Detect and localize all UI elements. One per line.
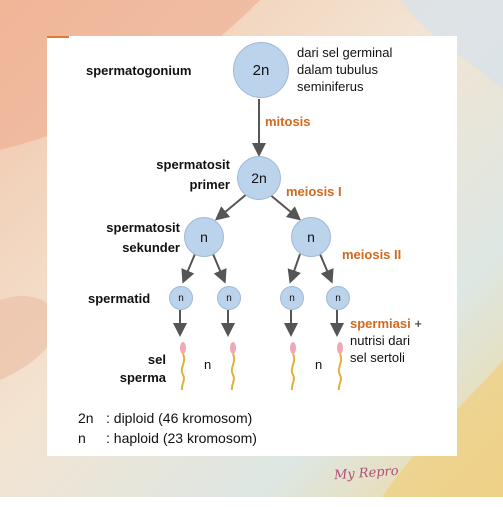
diagram-card (47, 36, 457, 456)
cell-ploidy: n (226, 292, 232, 304)
sperm-icon (180, 342, 186, 391)
sperm-ploidy-right: n (315, 357, 323, 372)
sperm-icon (230, 342, 236, 391)
legend: 2n: diploid (46 kromosom) n: haploid (23… (78, 408, 257, 448)
cell-ploidy: n (178, 292, 184, 304)
cell-ploidy: n (200, 229, 208, 245)
process-spermiasi: spermiasi (350, 316, 411, 331)
legend-row: 2n: diploid (46 kromosom) (78, 410, 253, 426)
process-meiosis-2: meiosis II (342, 247, 402, 262)
spermatid-cell-3: n (280, 286, 304, 310)
arrow-sek1-left (181, 253, 196, 284)
label-spermatogonium: spermatogonium (86, 63, 192, 78)
note-origin: dari sel germinal dalam tubulus seminife… (297, 45, 393, 94)
spermatosit-primer-cell: 2n (237, 156, 281, 200)
label-sel-sperma: sel sperma (119, 352, 166, 385)
cell-ploidy: n (307, 229, 315, 245)
sperm-icon (337, 342, 343, 391)
spermatid-cell-1: n (169, 286, 193, 310)
spermatosit-sekunder-cell-2: n (291, 217, 331, 257)
arrow-primer-right (267, 192, 302, 221)
arrow-primer-left (214, 192, 249, 221)
spermatogonium-cell: 2n (233, 42, 289, 98)
legend-row: n: haploid (23 kromosom) (78, 430, 257, 446)
cell-ploidy: 2n (252, 61, 270, 79)
spermatid-cell-2: n (217, 286, 241, 310)
cell-ploidy: n (289, 292, 295, 304)
sperm-ploidy-left: n (204, 357, 212, 372)
arrow-sek2-right (319, 253, 334, 284)
accent-line (47, 36, 69, 38)
spermatid-cell-4: n (326, 286, 350, 310)
sperm-cells (180, 342, 343, 391)
spermatosit-sekunder-cell-1: n (184, 217, 224, 257)
sperm-icon (290, 342, 296, 391)
label-spermatid: spermatid (88, 291, 151, 306)
arrow-sek1-right (212, 253, 227, 284)
cell-ploidy: n (335, 292, 341, 304)
cell-ploidy: 2n (251, 170, 267, 186)
label-spermatosit-primer: spermatosit primer (156, 157, 230, 192)
label-spermatosit-sekunder: spermatosit sekunder (106, 220, 180, 255)
process-meiosis-1: meiosis I (286, 184, 342, 199)
process-mitosis: mitosis (265, 114, 311, 129)
note-spermiasi: spermiasi + nutrisi dari sel sertoli (350, 316, 422, 365)
arrow-sek2-left (287, 253, 301, 284)
